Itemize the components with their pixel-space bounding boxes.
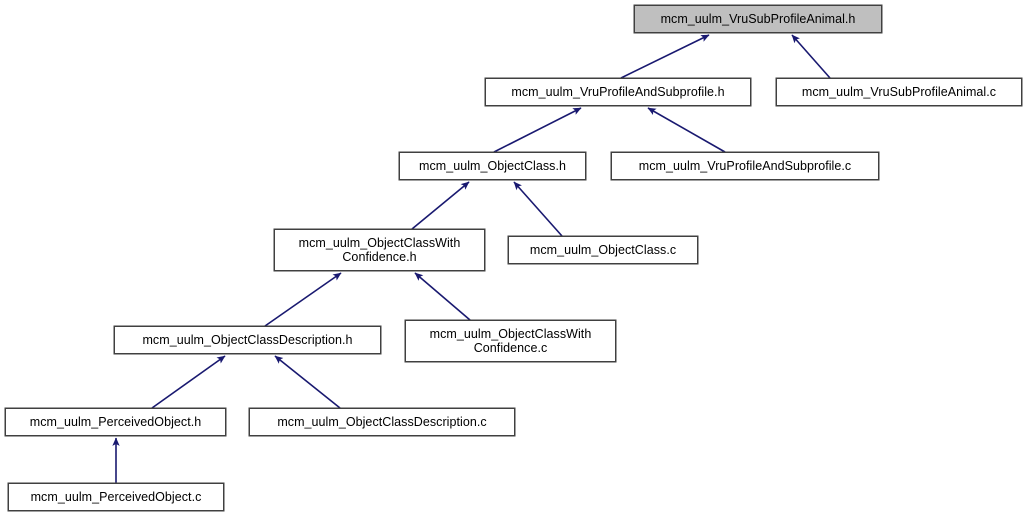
graph-node-label: mcm_uulm_ObjectClass.c [529,243,677,257]
graph-edge-n10-to-n7 [274,355,341,409]
graph-node-label: mcm_uulm_ObjectClassDescription.c [277,415,487,429]
graph-node-label: mcm_uulm_ObjectClassDescription.h [142,333,353,347]
graph-node-label: mcm_uulm_ObjectClass.h [419,159,566,173]
graph-node-label: mcm_uulm_VruSubProfileAnimal.c [801,85,997,99]
graph-node-mcm_uulm_objectclasswithconfidence.h[interactable]: mcm_uulm_ObjectClassWith Confidence.h [274,229,485,271]
graph-edge-n7-to-n5 [264,272,342,327]
graph-node-mcm_uulm_objectclassdescription.h[interactable]: mcm_uulm_ObjectClassDescription.h [114,326,381,354]
graph-edge-n1-to-n0 [620,34,710,79]
graph-edge-n5-to-n3 [411,181,470,230]
graph-node-mcm_uulm_objectclass.c[interactable]: mcm_uulm_ObjectClass.c [508,236,698,264]
graph-node-mcm_uulm_objectclass.h[interactable]: mcm_uulm_ObjectClass.h [399,152,586,180]
graph-node-label: mcm_uulm_PerceivedObject.c [30,490,202,504]
graph-node-label: mcm_uulm_PerceivedObject.h [29,415,202,429]
graph-node-label: mcm_uulm_VruSubProfileAnimal.h [660,12,856,26]
graph-edge-n8-to-n5 [414,272,471,321]
graph-edge-n3-to-n1 [493,107,582,153]
graph-node-mcm_uulm_vruprofileandsubprofile.h[interactable]: mcm_uulm_VruProfileAndSubprofile.h [485,78,751,106]
graph-node-mcm_uulm_objectclasswithconfidence.c[interactable]: mcm_uulm_ObjectClassWith Confidence.c [405,320,616,362]
graph-node-mcm_uulm_vrusubprofileanimal.h[interactable]: mcm_uulm_VruSubProfileAnimal.h [634,5,882,33]
graph-node-mcm_uulm_vruprofileandsubprofile.c[interactable]: mcm_uulm_VruProfileAndSubprofile.c [611,152,879,180]
graph-node-label: mcm_uulm_ObjectClassWith Confidence.h [298,236,461,264]
graph-node-mcm_uulm_objectclassdescription.c[interactable]: mcm_uulm_ObjectClassDescription.c [249,408,515,436]
graph-node-mcm_uulm_perceivedobject.c[interactable]: mcm_uulm_PerceivedObject.c [8,483,224,511]
graph-edge-n4-to-n1 [647,107,726,153]
graph-node-label: mcm_uulm_VruProfileAndSubprofile.h [511,85,725,99]
graph-node-mcm_uulm_perceivedobject.h[interactable]: mcm_uulm_PerceivedObject.h [5,408,226,436]
graph-node-mcm_uulm_vrusubprofileanimal.c[interactable]: mcm_uulm_VruSubProfileAnimal.c [776,78,1022,106]
graph-edge-n9-to-n7 [151,355,226,409]
graph-node-label: mcm_uulm_ObjectClassWith Confidence.c [429,327,592,355]
graph-node-label: mcm_uulm_VruProfileAndSubprofile.c [638,159,852,173]
graph-edge-n6-to-n3 [513,181,563,237]
graph-edge-n2-to-n0 [791,34,831,79]
